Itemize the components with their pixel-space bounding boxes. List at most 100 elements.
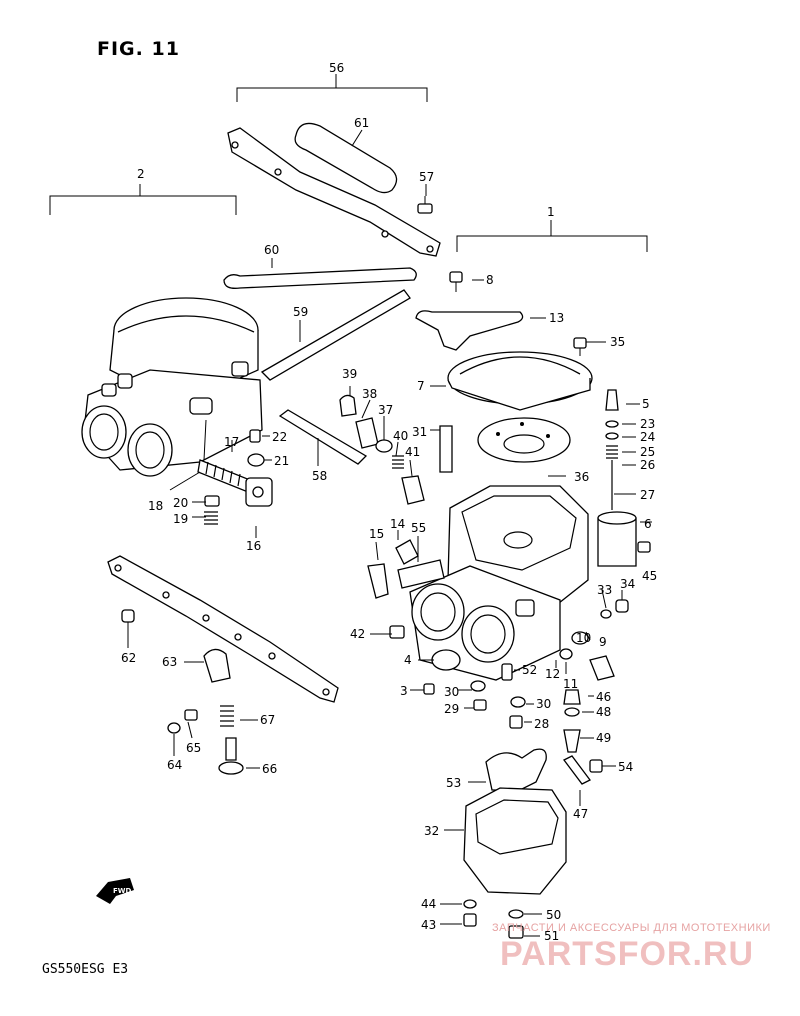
label-42: 42 [350,627,365,641]
group-bracket-56 [236,87,428,102]
screw-54 [589,759,603,773]
label-12: 12 [545,667,560,681]
screw-45 [637,541,651,553]
screw-62 [121,609,135,636]
label-50: 50 [546,908,561,922]
screw-42 [389,625,405,639]
label-64: 64 [167,758,182,772]
label-3: 3 [400,684,408,698]
watermark-tagline: ЗАПЧАСТИ И АКСЕССУАРЫ ДЛЯ МОТОТЕХНИКИ [492,922,771,934]
watermark-logo: PARTSFOR.RU [500,935,755,973]
label-49: 49 [596,731,611,745]
label-11: 11 [563,677,578,691]
label-46: 46 [596,690,611,704]
pin-20 [204,495,220,507]
float-valve-4 [431,649,461,671]
label-39: 39 [342,367,357,381]
label-25: 25 [640,445,655,459]
label-26: 26 [640,458,655,472]
joint-pipe-58 [278,409,368,465]
label-53: 53 [446,776,461,790]
label-7: 7 [417,379,425,393]
label-23: 23 [640,417,655,431]
label-24: 24 [640,430,655,444]
group-bracket-2 [49,195,237,215]
cap-21 [247,453,265,467]
plug-22 [249,429,261,443]
pin-47 [563,755,591,785]
label-20: 20 [173,496,188,510]
fuel-hose-59 [260,289,411,381]
label-60: 60 [264,243,279,257]
drain-parts-46-48-49 [563,689,581,753]
small-parts-33-34 [600,599,629,619]
label-55: 55 [411,521,426,535]
part-labels: 56 61 57 2 1 60 8 13 59 35 7 5 39 38 37 … [121,61,657,943]
label-56: 56 [329,61,344,75]
label-34: 34 [620,577,635,591]
label-47: 47 [573,807,588,821]
bracket-16 [245,477,273,507]
upper-mounting-plate [227,127,441,257]
label-38: 38 [362,387,377,401]
label-22: 22 [272,430,287,444]
top-cap-7 [447,351,593,411]
label-40: 40 [393,429,408,443]
label-62: 62 [121,651,136,665]
label-1: 1 [547,205,555,219]
label-8: 8 [486,273,494,287]
label-9: 9 [599,635,607,649]
plate-13 [415,310,524,351]
lower-mounting-plate [107,555,339,703]
throttle-lever-15-14-55 [367,539,445,599]
label-57: 57 [419,170,434,184]
drain-bolt-50-51 [508,909,524,939]
label-54: 54 [618,760,633,774]
label-33: 33 [597,583,612,597]
label-32: 32 [424,824,439,838]
screw-35 [573,337,587,356]
label-13: 13 [549,311,564,325]
needle-assembly-5-27 [605,389,619,510]
label-52: 52 [522,663,537,677]
label-14: 14 [390,517,405,531]
label-43: 43 [421,918,436,932]
label-2: 2 [137,167,145,181]
float-chamber-32 [463,787,567,895]
spring-67 [220,705,234,727]
label-41: 41 [405,445,420,459]
label-31: 31 [412,425,427,439]
fuel-hose-60 [223,267,417,289]
fwd-arrow-icon: FWD [96,878,134,904]
label-59: 59 [293,305,308,319]
label-65: 65 [186,741,201,755]
piston-6 [597,511,637,567]
screw-57 [417,196,433,214]
clamp-63 [203,648,231,683]
label-36: 36 [574,470,589,484]
label-67: 67 [260,713,275,727]
screw-65 [184,709,198,721]
carburetor-left [81,297,263,477]
label-27: 27 [640,488,655,502]
throttle-stop-screw-17 [197,459,251,493]
jets-52-28-30-29 [423,663,526,729]
label-35: 35 [610,335,625,349]
fwd-label: FWD [113,887,132,895]
pilot-jet-parts-37-41 [339,394,425,505]
label-6: 6 [644,517,652,531]
label-19: 19 [173,512,188,526]
group-bracket-1 [456,235,648,252]
cap-9-10-12-11 [559,631,615,681]
figure-title: FIG. 11 [97,38,180,60]
screw-66 [218,737,244,775]
label-44: 44 [421,897,436,911]
label-5: 5 [642,397,650,411]
needle-jet-31 [439,425,453,473]
model-code: GS550ESG E3 [42,962,129,977]
label-30-lower: 30 [536,697,551,711]
drain-bolt-43-44 [463,899,477,927]
label-45: 45 [642,569,657,583]
label-51: 51 [544,929,559,943]
